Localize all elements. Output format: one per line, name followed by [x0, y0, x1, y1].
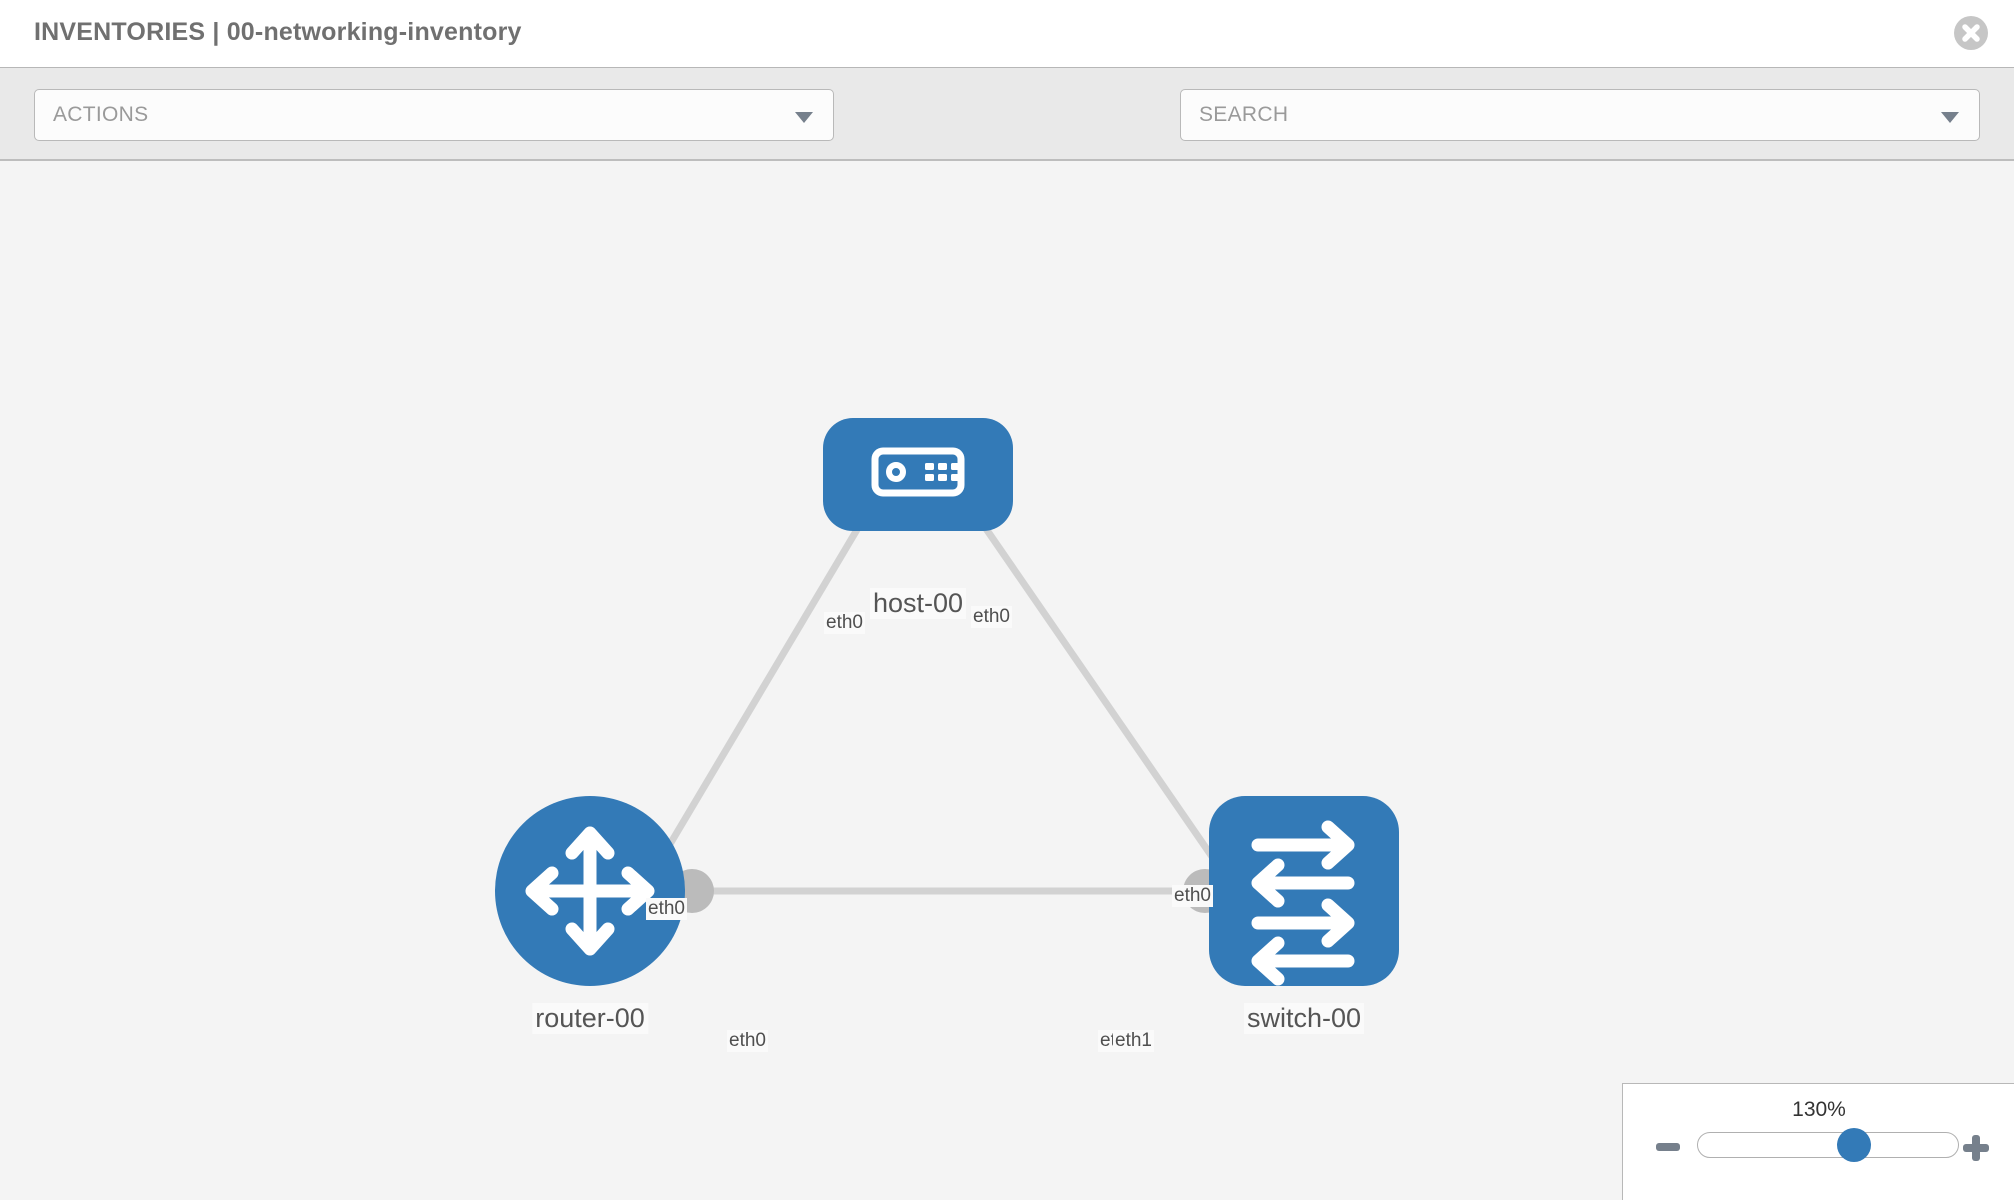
close-button[interactable]	[1954, 16, 1988, 50]
zoom-out-button[interactable]	[1653, 1132, 1683, 1167]
iface-label-host-left: eth0	[824, 612, 865, 634]
router-arrows-icon	[525, 826, 655, 956]
iface-label-host-right: eth0	[971, 606, 1012, 628]
zoom-slider[interactable]	[1697, 1128, 1959, 1162]
topology-canvas[interactable]: host-00 router-00 switch-00 eth0 eth0 et…	[0, 161, 2014, 1200]
topology-graph	[495, 418, 1399, 986]
iface-label-switch-eth1: eth1	[1113, 1030, 1154, 1052]
node-label-switch-00: switch-00	[1243, 1003, 1365, 1034]
server-icon	[871, 447, 965, 497]
chevron-down-icon	[795, 112, 813, 123]
edge-host-router[interactable]	[656, 489, 884, 863]
zoom-in-button[interactable]	[1960, 1132, 1992, 1169]
iface-label-switch-overlap: et	[1098, 1030, 1118, 1052]
iface-label-router-eth0: eth0	[727, 1030, 768, 1052]
page-header: INVENTORIES | 00-networking-inventory	[0, 0, 2014, 68]
search-chevron-down-icon[interactable]	[1941, 112, 1959, 123]
plus-icon	[1963, 1135, 1989, 1161]
node-router-00[interactable]	[495, 796, 685, 986]
search-input[interactable]: SEARCH	[1180, 89, 1980, 141]
zoom-slider-thumb[interactable]	[1837, 1128, 1871, 1162]
node-label-router-00: router-00	[532, 1003, 648, 1034]
search-placeholder: SEARCH	[1199, 103, 1289, 126]
node-label-host-00: host-00	[869, 588, 967, 619]
node-switch-00[interactable]	[1209, 796, 1399, 986]
actions-dropdown-label: ACTIONS	[53, 103, 149, 126]
actions-dropdown[interactable]: ACTIONS	[34, 89, 834, 141]
page-title: INVENTORIES | 00-networking-inventory	[34, 18, 522, 46]
switch-arrows-icon	[1251, 820, 1355, 986]
iface-label-switch-uplink: eth0	[1172, 885, 1213, 907]
minus-icon	[1656, 1143, 1680, 1151]
close-icon	[1962, 24, 1980, 42]
edge-host-switch[interactable]	[957, 489, 1218, 863]
node-host-00[interactable]	[823, 418, 1013, 531]
graph-edges	[656, 489, 1218, 895]
zoom-percentage-label: 130%	[1792, 1098, 1846, 1121]
zoom-control-panel: 130%	[1622, 1083, 2014, 1200]
toolbar: ACTIONS SEARCH	[0, 68, 2014, 199]
iface-label-router-uplink: eth0	[646, 898, 687, 920]
